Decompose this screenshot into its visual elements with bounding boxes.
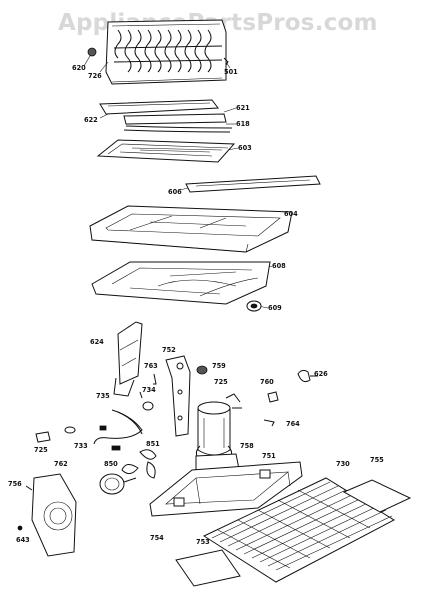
label-606: 606 (168, 188, 182, 196)
label-725-capacitor: 725 (34, 446, 48, 454)
drain-heater[interactable] (123, 125, 233, 133)
fan-blade-851[interactable] (121, 449, 157, 479)
compressor-725[interactable] (195, 393, 242, 459)
label-608: 608 (272, 262, 286, 270)
label-624: 624 (90, 338, 104, 346)
label-501: 501 (224, 68, 238, 76)
evaporator-bracket[interactable] (123, 113, 227, 125)
condenser-coil-730[interactable] (202, 477, 396, 583)
base-frame-751[interactable] (149, 461, 303, 517)
label-621: 621 (236, 104, 250, 112)
label-755: 755 (370, 456, 384, 464)
label-850: 850 (104, 460, 118, 468)
clamp-733[interactable] (64, 426, 76, 434)
label-754: 754 (150, 534, 164, 542)
shelf-603[interactable] (96, 139, 236, 163)
label-643: 643 (16, 536, 30, 544)
screw-643[interactable] (17, 525, 23, 531)
bracket-752[interactable] (165, 355, 191, 437)
label-763: 763 (144, 362, 158, 370)
fan-shroud-762[interactable] (31, 473, 77, 557)
evaporator-coil[interactable] (105, 19, 227, 85)
label-726: 726 (88, 72, 102, 80)
label-603: 603 (238, 144, 252, 152)
defrost-thermostat[interactable] (87, 47, 97, 57)
label-609: 609 (268, 304, 282, 312)
label-604: 604 (284, 210, 298, 218)
screw-756[interactable] (25, 485, 33, 491)
label-760: 760 (260, 378, 274, 386)
label-764: 764 (286, 420, 300, 428)
plate-754[interactable] (175, 549, 241, 587)
label-730: 730 (336, 460, 350, 468)
label-758: 758 (240, 442, 254, 450)
label-626: 626 (314, 370, 328, 378)
label-752: 752 (162, 346, 176, 354)
part-760[interactable] (267, 391, 279, 403)
grommet-609[interactable] (246, 300, 262, 312)
label-735: 735 (96, 392, 110, 400)
drain-pan-608[interactable] (91, 261, 271, 305)
relay-759[interactable] (196, 365, 208, 375)
capacitor-725[interactable] (35, 431, 51, 443)
label-756: 756 (8, 480, 22, 488)
evaporator-cover[interactable] (99, 99, 219, 115)
label-620: 620 (72, 64, 86, 72)
label-762: 762 (54, 460, 68, 468)
part-764[interactable] (263, 419, 275, 427)
label-734: 734 (142, 386, 156, 394)
clip-763[interactable] (153, 373, 157, 385)
label-753: 753 (196, 538, 210, 546)
fan-motor-850[interactable] (99, 473, 137, 495)
wiring-harness-735[interactable] (93, 409, 143, 451)
drip-tray-604[interactable] (89, 205, 293, 253)
clip-501[interactable] (223, 57, 229, 66)
part-626[interactable] (297, 369, 318, 383)
shelf-trim-606[interactable] (185, 175, 321, 193)
label-618: 618 (236, 120, 250, 128)
overload-734[interactable] (139, 391, 154, 411)
label-622: 622 (84, 116, 98, 124)
air-duct-624[interactable] (113, 321, 143, 397)
label-851: 851 (146, 440, 160, 448)
pad-755[interactable] (342, 479, 412, 513)
label-759: 759 (212, 362, 226, 370)
label-725-compressor: 725 (214, 378, 228, 386)
label-733: 733 (74, 442, 88, 450)
label-751: 751 (262, 452, 276, 460)
